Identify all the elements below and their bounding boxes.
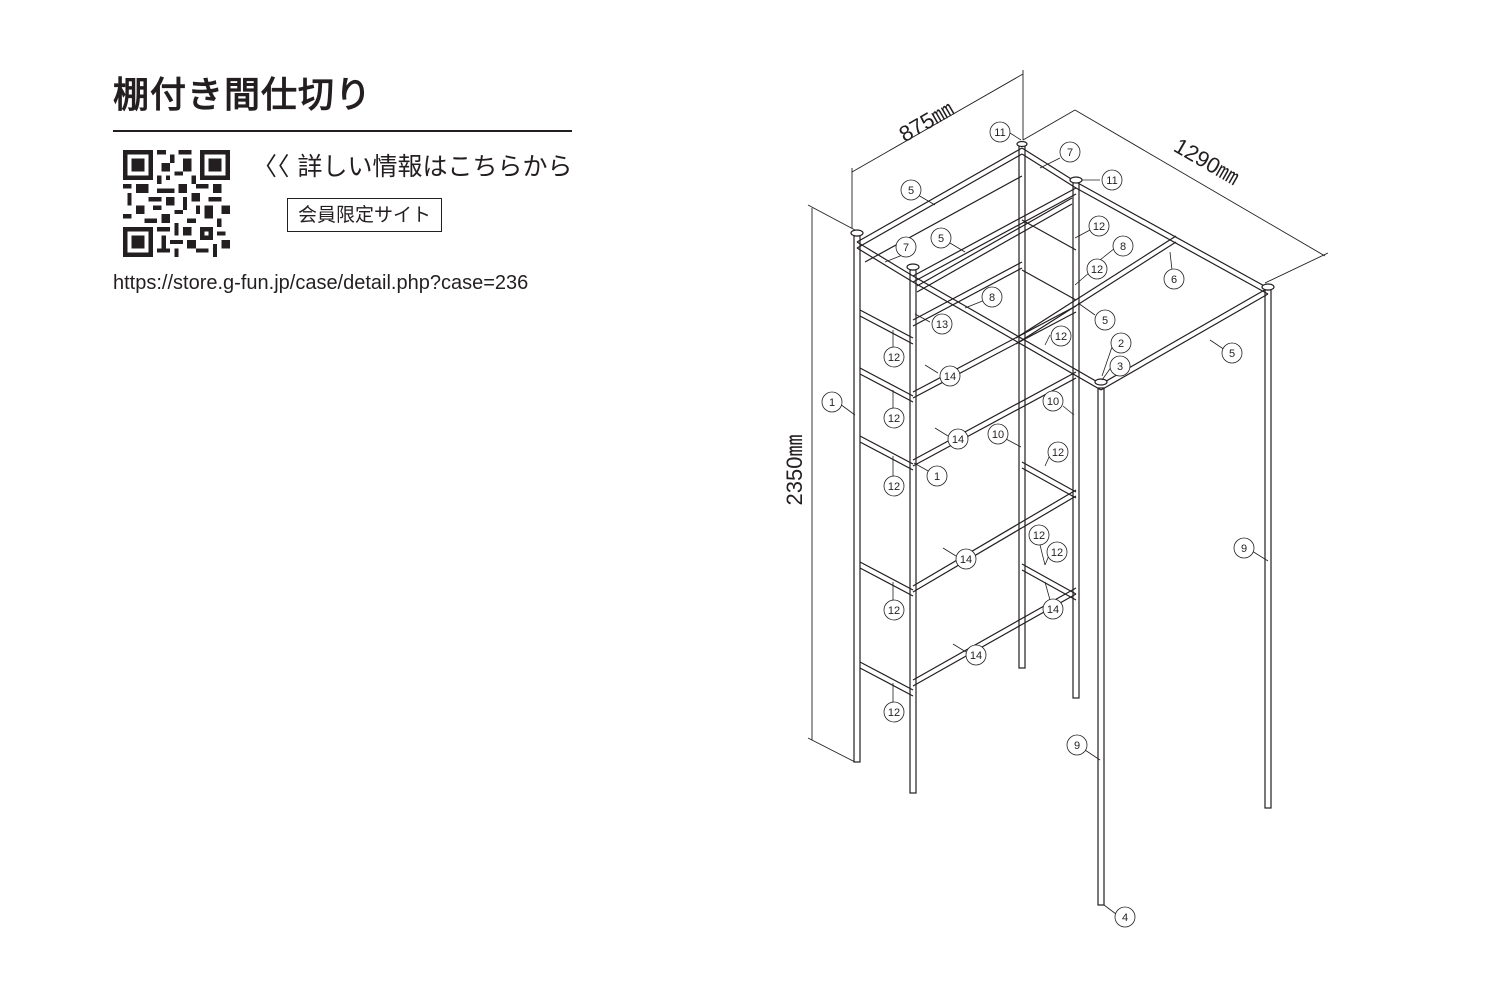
callout-1b: 1 [934,471,940,483]
dimension-lines [807,70,1329,763]
info-link-text[interactable]: 〈〈 詳しい情報はこちらから [252,152,573,181]
callout-12e: 12 [888,413,900,425]
callout-12d: 12 [888,352,900,364]
callout-9a: 9 [1074,740,1080,752]
member-site-badge[interactable]: 会員限定サイト [287,198,443,232]
height-dimension-label: 2350㎜ [782,435,807,506]
callout-4: 4 [1122,912,1128,924]
callout-5c: 5 [1102,315,1108,327]
callout-13: 13 [936,319,948,331]
callout-5d: 5 [1229,348,1235,360]
callout-10a: 10 [1047,396,1059,408]
title-divider [113,130,572,132]
callout-11b: 11 [1106,175,1117,187]
callout-14c: 14 [960,554,972,566]
callout-2: 2 [1118,338,1124,350]
callout-12j: 12 [888,707,900,719]
callout-14b: 14 [952,434,964,446]
callout-14d: 14 [970,650,982,662]
callout-10b: 10 [992,429,1004,441]
qr-code[interactable] [123,150,230,257]
posts [853,141,1272,906]
depth-dimension-label: 1290㎜ [1170,133,1244,190]
callout-1a: 1 [829,397,835,409]
top-frame [856,147,1269,391]
callout-markers: 1 1 2 3 4 5 5 5 5 6 7 7 8 8 9 9 10 10 11… [821,121,1255,928]
callout-12i: 12 [888,605,900,617]
callout-12g: 12 [888,481,900,493]
callout-12h: 12 [1051,547,1063,559]
width-dimension-label: 875㎜ [895,96,958,147]
callout-7a: 7 [1067,147,1073,159]
callout-leaders [839,132,1269,915]
callout-14a: 14 [944,371,956,383]
callout-3: 3 [1117,361,1123,373]
callout-8b: 8 [989,292,995,304]
shelves [859,219,1077,697]
callout-6: 6 [1171,274,1177,286]
callout-5b: 5 [938,233,944,245]
callout-12b: 12 [1091,264,1103,276]
callout-11a: 11 [994,127,1005,139]
callout-7b: 7 [903,242,909,254]
callout-14e: 14 [1047,604,1059,616]
callout-8a: 8 [1120,241,1126,253]
page-title: 棚付き間仕切り [113,75,373,116]
callout-12k: 12 [1033,530,1045,542]
detail-url[interactable]: https://store.g-fun.jp/case/detail.php?c… [113,272,529,294]
post-caps [850,140,1275,386]
callout-12a: 12 [1093,221,1105,233]
callout-5a: 5 [908,185,914,197]
callout-12f: 12 [1052,447,1064,459]
callout-12c: 12 [1055,331,1067,343]
callout-9b: 9 [1241,543,1247,555]
